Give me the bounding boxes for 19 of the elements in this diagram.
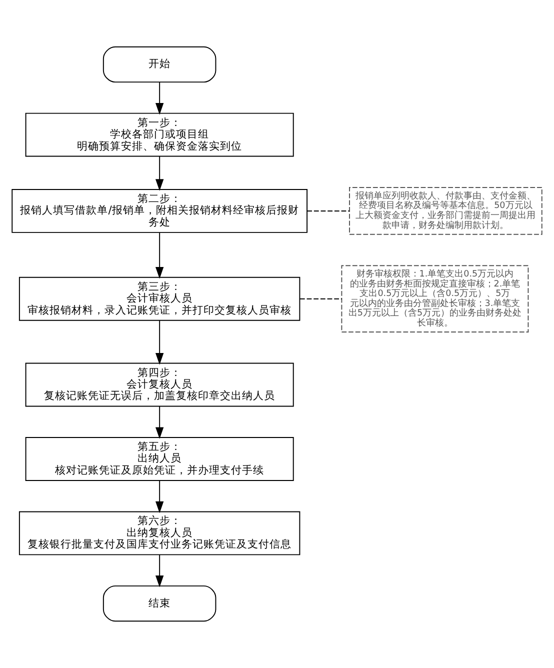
node-box: 第二步： 报销人填写借款单/报销单，附相关报销材料经审核后报财务处 bbox=[12, 188, 308, 233]
node-box: 报销单应列明收款人、付款事由、支付金额、经费项目名称及编号等基本信息。50万元以上大额资金支付，业务部门需提前一周提出用款申请，财务处编制用款计划。 bbox=[349, 187, 542, 235]
arrow bbox=[155, 406, 164, 439]
node-box: 第一步： 学校各部门或项目组 明确预算安排、确保资金落实到位 bbox=[25, 112, 294, 157]
connector bbox=[306, 210, 350, 212]
connector bbox=[299, 298, 342, 300]
arrow bbox=[155, 156, 164, 191]
node-box: 第三步： 会计审核人员 审核报销材料，录入记账凭证，并打印交复核人员审核 bbox=[18, 276, 300, 321]
node-box: 第四步： 会计复核人员 复核记账凭证无误后，加盖复核印章交出纳人员 bbox=[25, 362, 294, 407]
arrow bbox=[155, 554, 164, 588]
node-box: 财务审核权限：1.单笔支出0.5万元以内的业务由财务柜面按规定直接审核；2.单笔支出0.5万元以上（含0.5万元）、5万元以内的业务由分管副处长审核；3.单笔支出5万元以上（含5万元）的业务由财务处处长审核。 bbox=[341, 265, 529, 333]
node-box: 开始 bbox=[102, 46, 216, 83]
arrow bbox=[155, 232, 164, 279]
arrow bbox=[155, 480, 164, 514]
node-box: 结束 bbox=[102, 585, 216, 622]
node-box: 第五步： 出纳人员 核对记账凭证及原始凭证，并办理支付手续 bbox=[25, 437, 294, 481]
node-box: 第六步： 出纳复核人员 复核银行批量支付及国库支付业务记账凭证及支付信息 bbox=[18, 511, 300, 556]
arrow bbox=[155, 82, 164, 115]
arrow bbox=[155, 320, 164, 365]
